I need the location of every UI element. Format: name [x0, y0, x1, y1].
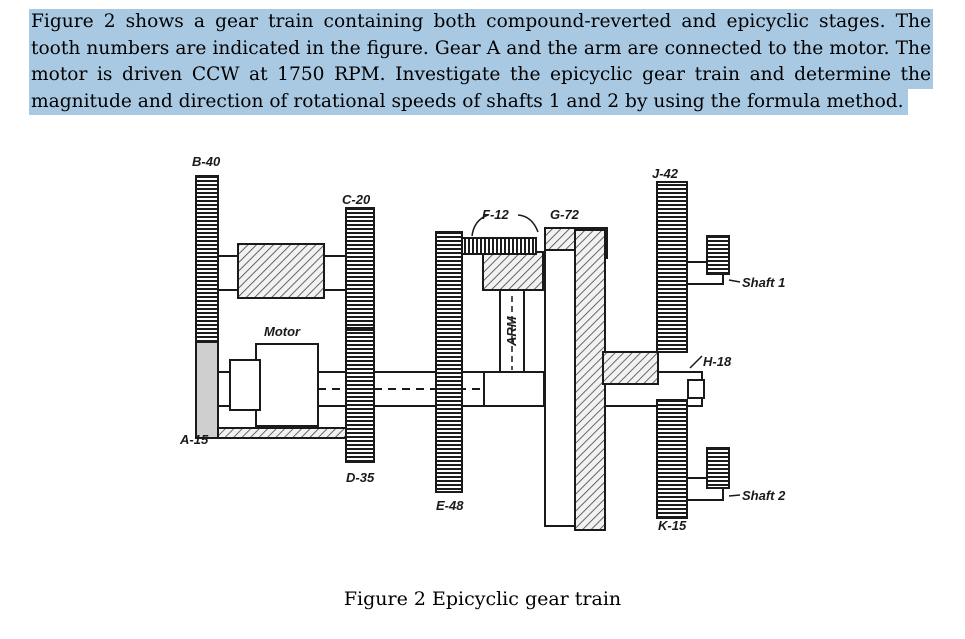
shaft-2-gear	[706, 447, 730, 489]
gear-g-web	[602, 351, 659, 385]
problem-line-2: tooth numbers are indicated in the figur…	[29, 35, 933, 62]
problem-line-1: Figure 2 shows a gear train containing b…	[29, 9, 933, 36]
problem-line-3: motor is driven CCW at 1750 RPM. Investi…	[29, 62, 933, 89]
gear-g-ring	[544, 249, 576, 527]
motor-base	[199, 427, 351, 439]
f-leader-left	[471, 214, 489, 237]
gear-d	[345, 329, 375, 463]
gear-c	[345, 207, 375, 329]
label-f: F-12	[482, 207, 510, 222]
label-e: E-48	[436, 498, 464, 513]
label-shaft-2: Shaft 2	[742, 488, 786, 503]
label-c: C-20	[342, 192, 371, 207]
label-j: J-42	[652, 166, 679, 181]
gear-j	[656, 181, 688, 353]
label-motor: Motor	[264, 324, 301, 339]
figure-caption: Figure 2 Epicyclic gear train	[343, 588, 622, 610]
shaft2-leader	[728, 494, 741, 497]
upper-bearing	[237, 243, 325, 299]
gear-k	[656, 399, 688, 519]
gear-a	[195, 341, 219, 439]
label-arm: ARM	[504, 315, 519, 347]
motor-end	[229, 359, 261, 411]
h-leader	[689, 355, 703, 369]
gear-h	[687, 379, 705, 399]
arm-hub	[483, 371, 545, 407]
label-a: A-15	[179, 432, 209, 447]
gear-train-diagram: B-40 C-20 F-12 G-72 J-42 Motor ARM H-18 …	[179, 154, 786, 533]
problem-line-4: magnitude and direction of rotational sp…	[29, 88, 933, 115]
gear-g-body	[574, 229, 606, 531]
shaft1-leader	[728, 279, 741, 283]
gear-e	[435, 231, 463, 493]
f-leader-right	[517, 214, 539, 233]
label-g: G-72	[550, 207, 580, 222]
label-k: K-15	[658, 518, 687, 533]
label-shaft-1: Shaft 1	[742, 275, 785, 290]
gear-f	[461, 237, 537, 255]
label-h: H-18	[703, 354, 732, 369]
problem-statement: Figure 2 shows a gear train containing b…	[29, 9, 933, 115]
label-b: B-40	[192, 154, 221, 169]
shaft-1-gear	[706, 235, 730, 275]
arm-block	[482, 251, 544, 291]
label-d: D-35	[346, 470, 375, 485]
motor	[255, 343, 319, 427]
